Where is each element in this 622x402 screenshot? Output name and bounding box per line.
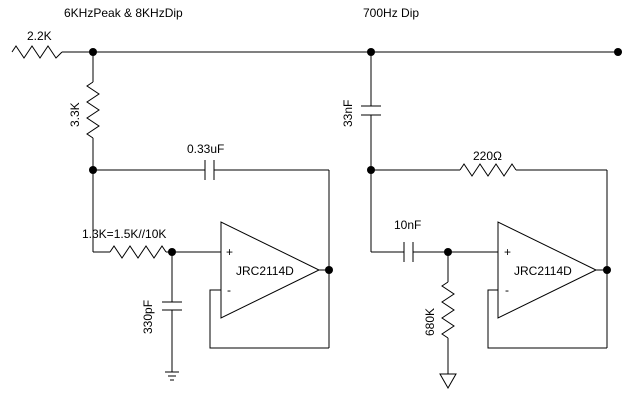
opamp-right bbox=[497, 221, 598, 319]
opamp-left-plus: + bbox=[226, 245, 233, 259]
label-330pf: 330pF bbox=[141, 300, 155, 334]
wire-right-feedback bbox=[487, 289, 607, 349]
label-1k3: 1.3K=1.5K//10K bbox=[82, 227, 166, 241]
node-top-right bbox=[614, 48, 622, 56]
ground-triangle-icon bbox=[439, 373, 457, 390]
resistor-680k bbox=[441, 281, 455, 339]
opamp-right-minus: - bbox=[505, 283, 509, 297]
left-section-title: 6KHzPeak & 8KHzDip bbox=[64, 6, 183, 20]
opamp-left-minus: - bbox=[227, 283, 231, 297]
label-033uf: 0.33uF bbox=[187, 142, 224, 156]
label-680k: 680K bbox=[423, 308, 437, 336]
label-3k3: 3.3K bbox=[68, 102, 82, 127]
input-resistor-2k2 bbox=[11, 45, 63, 59]
resistor-1k3 bbox=[109, 245, 167, 259]
opamp-right-plus: + bbox=[504, 245, 511, 259]
opamp-left bbox=[220, 221, 321, 319]
label-220: 220Ω bbox=[473, 149, 502, 163]
ground-icon bbox=[165, 371, 179, 381]
opamp-left-label: JRC2114D bbox=[236, 264, 294, 278]
opamp-right-label: JRC2114D bbox=[514, 264, 572, 278]
resistor-3k3 bbox=[86, 81, 100, 139]
label-2k2: 2.2K bbox=[27, 29, 52, 43]
resistor-220 bbox=[459, 163, 517, 177]
right-section-title: 700Hz Dip bbox=[363, 6, 419, 20]
label-10nf: 10nF bbox=[394, 218, 421, 232]
label-33nf: 33nF bbox=[341, 100, 355, 127]
wire-left-feedback bbox=[209, 289, 329, 349]
